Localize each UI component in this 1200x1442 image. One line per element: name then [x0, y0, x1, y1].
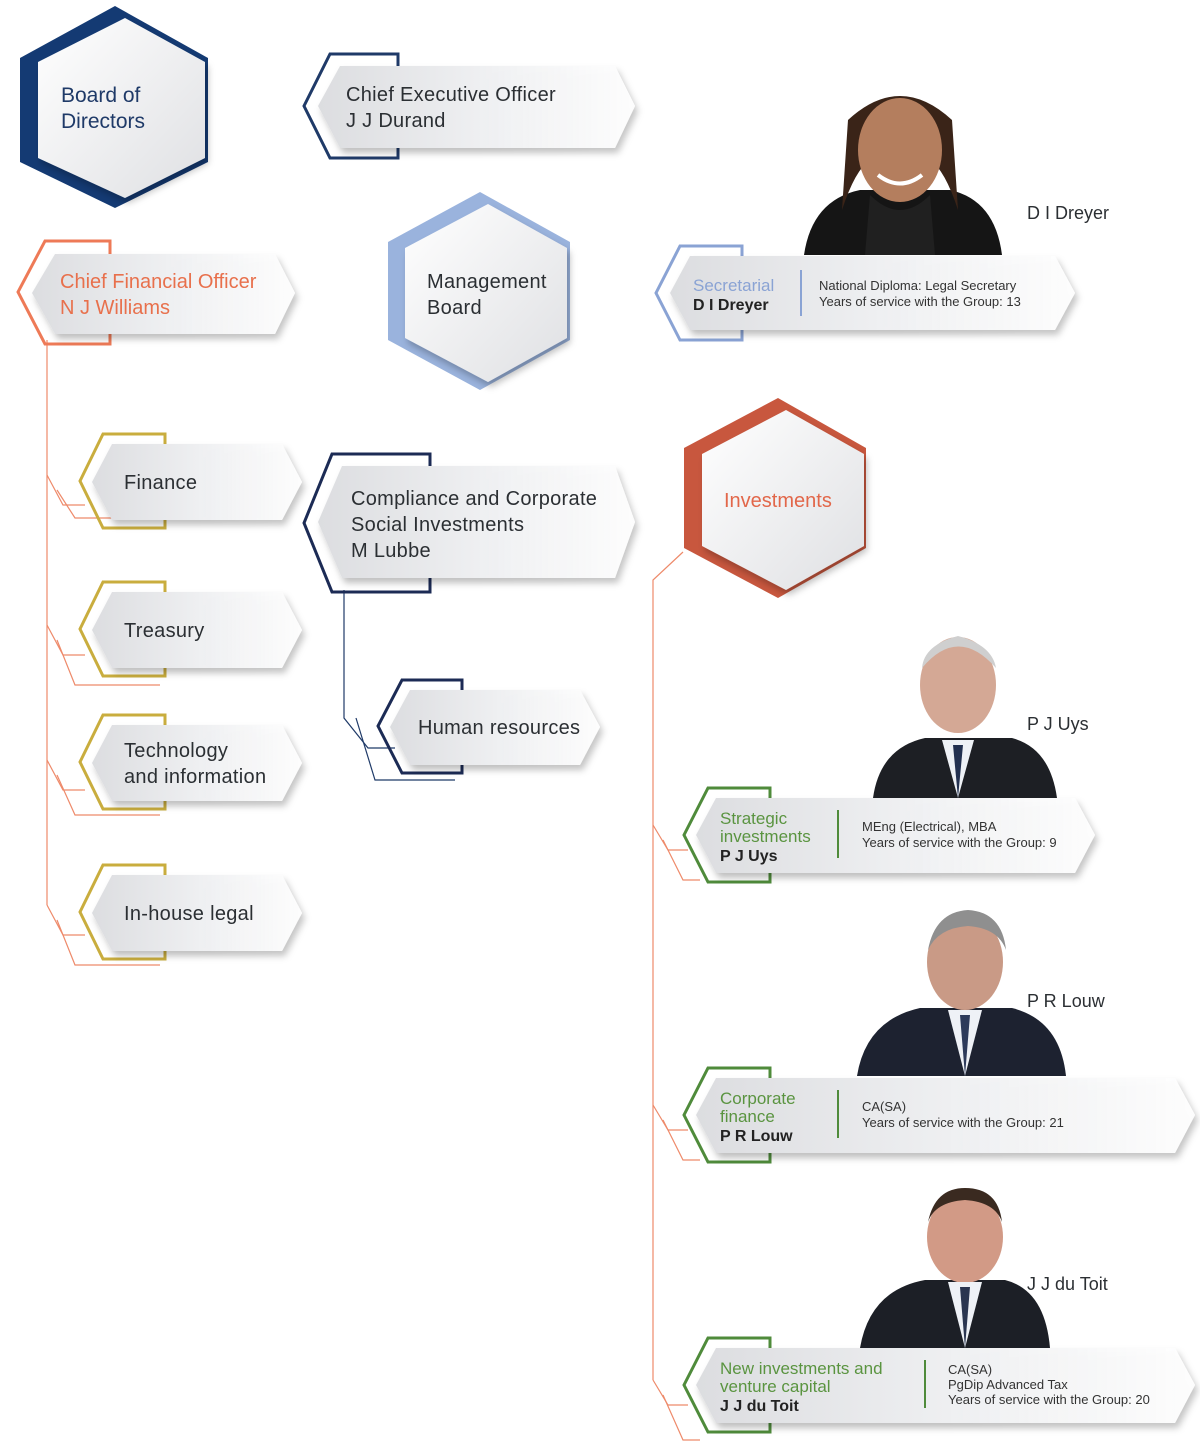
board-label-line2: Directors	[61, 110, 145, 133]
treasury-node[interactable]: Treasury	[78, 580, 302, 678]
finance-node[interactable]: Finance	[78, 432, 302, 530]
cfo-node[interactable]: Chief Financial Officer N J Williams	[16, 239, 295, 346]
inhouse-legal-node[interactable]: In-house legal	[78, 863, 302, 961]
treasury-label: Treasury	[124, 620, 205, 642]
board-label-line1: Board of	[61, 84, 141, 107]
investments-node[interactable]: Investments	[684, 398, 866, 598]
strategic-title-line1: Strategic	[720, 809, 788, 828]
corporate-name: P R Louw	[720, 1128, 793, 1145]
secretarial-qual2: Years of service with the Group: 13	[819, 294, 1021, 309]
cfo-name: N J Williams	[60, 297, 170, 319]
management-label-line1: Management	[427, 271, 547, 293]
technology-label-line2: and information	[124, 766, 266, 788]
newinv-qual1: CA(SA)	[948, 1362, 992, 1377]
investments-connector-lines	[652, 551, 700, 1441]
strategic-photo-label: P J Uys	[1027, 714, 1089, 734]
newinv-name: J J du Toit	[720, 1398, 799, 1415]
management-label-line2: Board	[427, 297, 482, 319]
ceo-name: J J Durand	[346, 110, 446, 132]
strategic-qual2: Years of service with the Group: 9	[862, 835, 1057, 850]
secretarial-name: D I Dreyer	[693, 297, 769, 314]
investments-label: Investments	[724, 490, 832, 512]
strategic-investments-card[interactable]: Strategic investments P J Uys MEng (Elec…	[682, 786, 1095, 884]
new-investments-card[interactable]: New investments and venture capital J J …	[682, 1336, 1195, 1434]
inhouse-legal-label: In-house legal	[124, 903, 254, 925]
strategic-qual1: MEng (Electrical), MBA	[862, 819, 997, 834]
management-board-node[interactable]: Management Board	[388, 192, 570, 390]
ceo-title: Chief Executive Officer	[346, 84, 556, 106]
compliance-label-line1: Compliance and Corporate	[351, 488, 597, 510]
secretarial-card[interactable]: Secretarial D I Dreyer National Diploma:…	[654, 244, 1075, 342]
cfo-title: Chief Financial Officer	[60, 271, 257, 293]
cfo-connector-lines	[46, 340, 160, 966]
corporate-qual2: Years of service with the Group: 21	[862, 1115, 1064, 1130]
secretarial-photo-label: D I Dreyer	[1027, 203, 1109, 223]
secretarial-photo	[804, 96, 1002, 255]
corporate-qual1: CA(SA)	[862, 1099, 906, 1114]
board-of-directors-node[interactable]: Board of Directors	[20, 6, 208, 208]
corporate-photo-label: P R Louw	[1027, 991, 1106, 1011]
corporate-finance-card[interactable]: Corporate finance P R Louw CA(SA) Years …	[682, 1066, 1195, 1164]
compliance-label-line2: Social Investments	[351, 514, 524, 536]
human-resources-node[interactable]: Human resources	[376, 678, 600, 775]
newinv-qual3: Years of service with the Group: 20	[948, 1392, 1150, 1407]
newinv-qual2: PgDip Advanced Tax	[948, 1377, 1068, 1392]
newinv-photo	[860, 1188, 1050, 1348]
compliance-connector-lines	[343, 590, 455, 781]
newinv-title-line1: New investments and	[720, 1359, 883, 1378]
strategic-name: P J Uys	[720, 848, 778, 865]
corporate-photo	[857, 910, 1066, 1076]
newinv-photo-label: J J du Toit	[1027, 1274, 1108, 1294]
human-resources-label: Human resources	[418, 717, 580, 739]
corporate-title-line2: finance	[720, 1107, 775, 1126]
newinv-title-line2: venture capital	[720, 1377, 831, 1396]
secretarial-title: Secretarial	[693, 276, 774, 295]
corporate-title-line1: Corporate	[720, 1089, 796, 1108]
strategic-photo	[873, 636, 1057, 798]
compliance-label-line3: M Lubbe	[351, 540, 431, 562]
technology-node[interactable]: Technology and information	[78, 713, 302, 811]
ceo-node[interactable]: Chief Executive Officer J J Durand	[302, 52, 635, 160]
technology-label-line1: Technology	[124, 740, 228, 762]
compliance-node[interactable]: Compliance and Corporate Social Investme…	[302, 452, 635, 594]
finance-label: Finance	[124, 472, 197, 494]
secretarial-qual1: National Diploma: Legal Secretary	[819, 278, 1017, 293]
strategic-title-line2: investments	[720, 827, 811, 846]
